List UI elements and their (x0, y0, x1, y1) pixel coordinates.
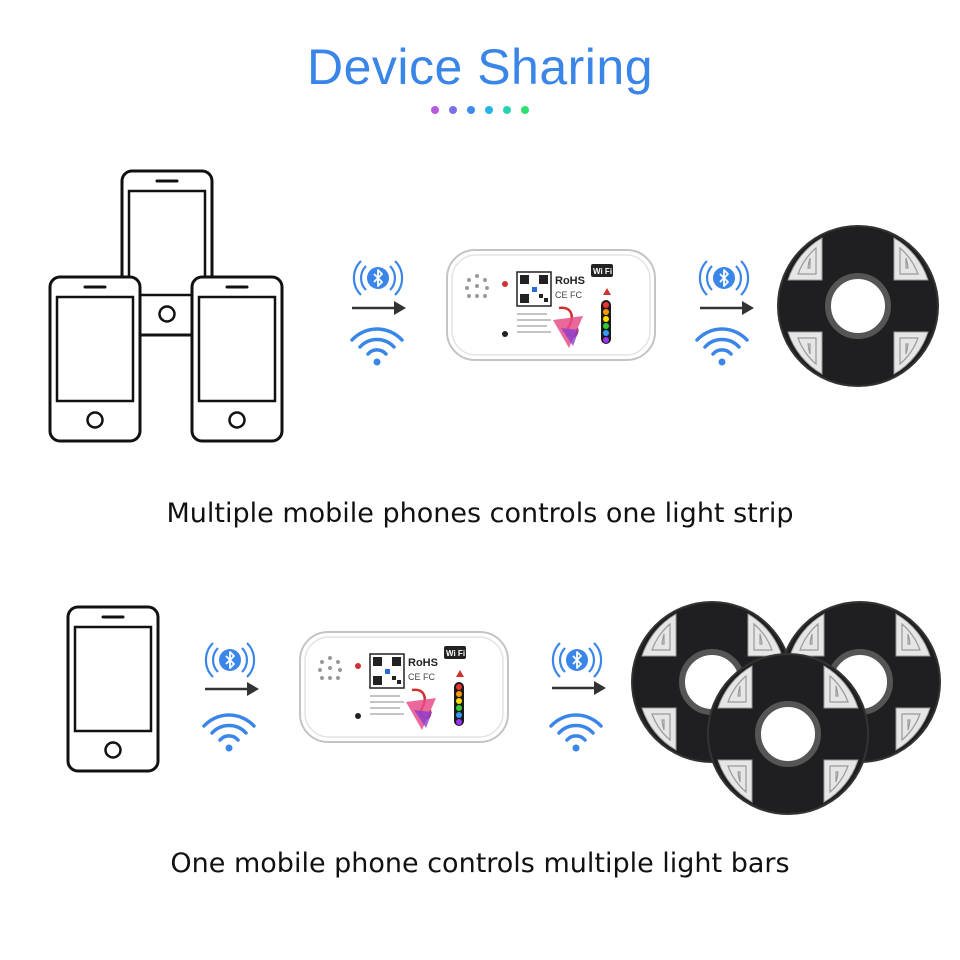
title-dots (0, 101, 960, 119)
section-1-multiple-phones (48, 169, 938, 443)
phone-icon (66, 605, 160, 773)
caption-multiple-bars: One mobile phone controls multiple light… (170, 848, 790, 879)
controller-icon (445, 248, 657, 362)
arrow-right-icon (350, 299, 408, 317)
title-dot (503, 106, 511, 114)
arrow-right-icon (698, 299, 756, 317)
wifi-icon (695, 327, 749, 368)
bluetooth-icon (551, 641, 603, 679)
phone-icon (48, 275, 142, 443)
section-2-multiple-bars (66, 602, 940, 814)
controller-icon (298, 630, 510, 744)
led-reel-icon (778, 226, 938, 386)
phone-icon (190, 275, 284, 443)
bluetooth-icon (204, 641, 256, 679)
led-reel-icon (708, 654, 868, 814)
page-title: Device Sharing (306, 39, 654, 95)
arrow-right-icon (550, 679, 608, 697)
wifi-icon (350, 327, 404, 368)
bluetooth-icon (352, 259, 404, 297)
wifi-icon (202, 713, 256, 754)
bluetooth-icon (698, 259, 750, 297)
title-dot (485, 106, 493, 114)
title-dot (449, 106, 457, 114)
title-dot (521, 106, 529, 114)
caption-multiple-phones: Multiple mobile phones controls one ligh… (166, 498, 794, 529)
title-dot (467, 106, 475, 114)
wifi-icon (549, 713, 603, 754)
title-dot (431, 106, 439, 114)
arrow-right-icon (203, 680, 261, 698)
